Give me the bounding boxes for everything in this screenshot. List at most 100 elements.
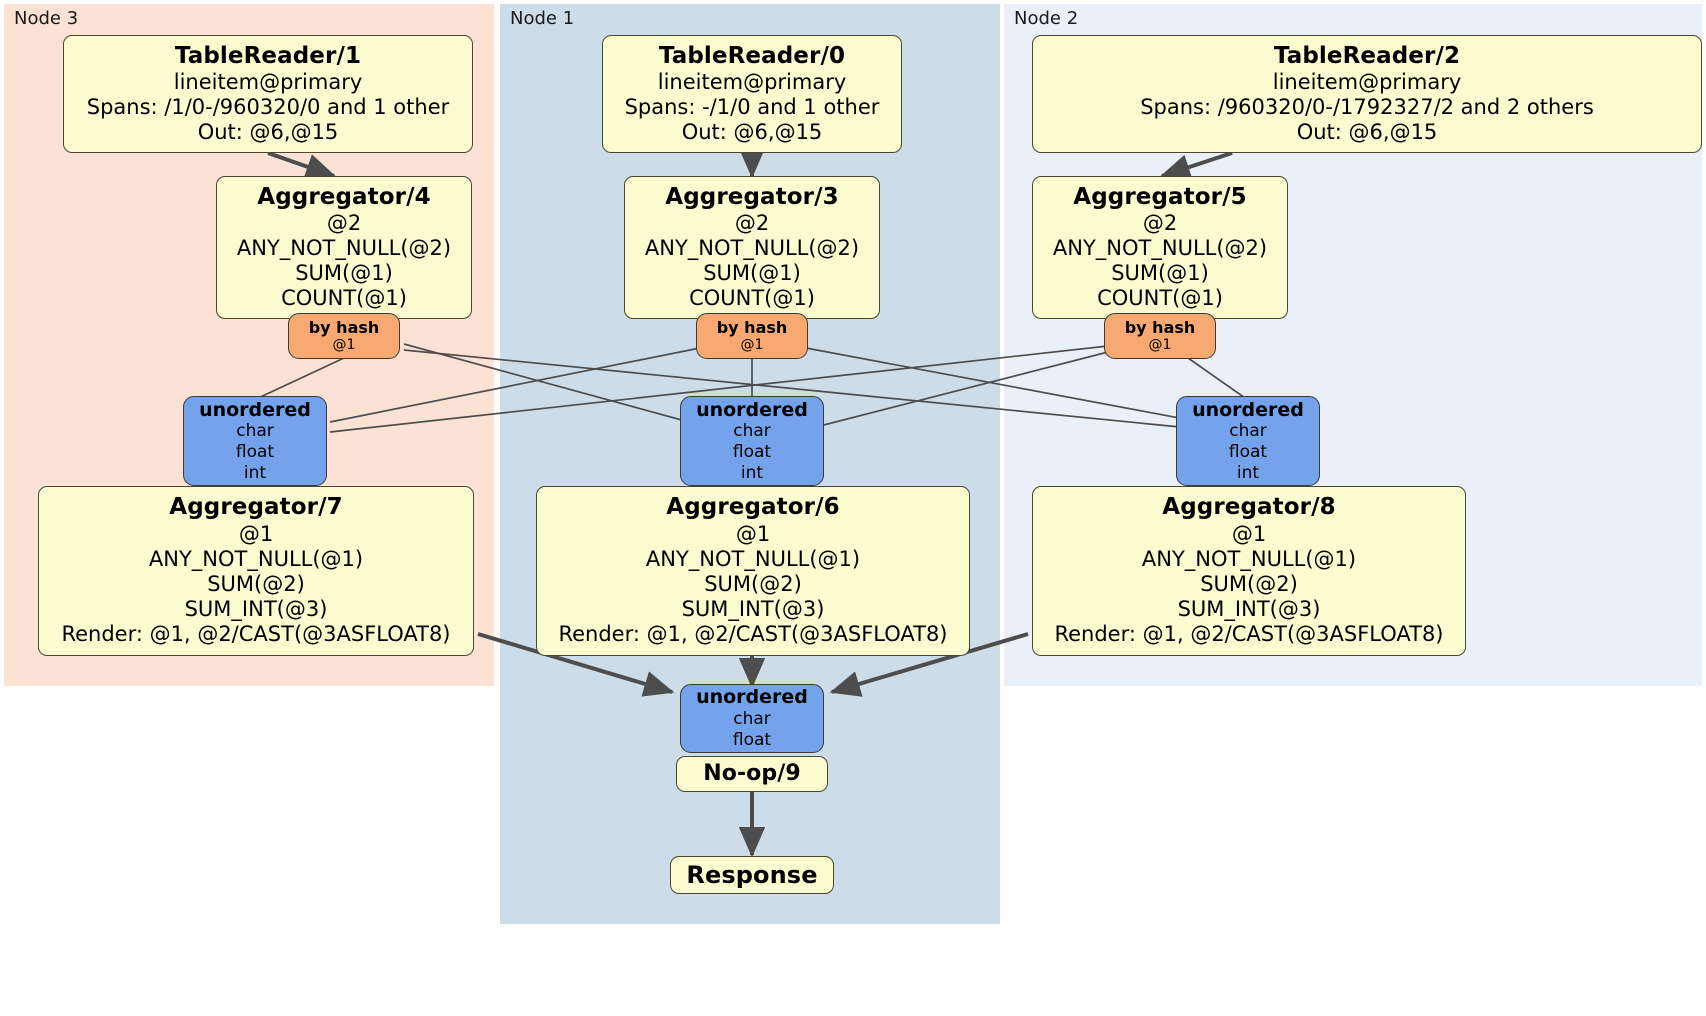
processor-line: @2 xyxy=(326,210,362,235)
processor-no-op-9[interactable]: No-op/9 xyxy=(676,756,828,792)
processor-title: TableReader/0 xyxy=(658,42,846,69)
output-router-by-hash-3[interactable]: by hash @1 xyxy=(696,313,808,359)
processor-line: SUM_INT(@3) xyxy=(1177,597,1321,622)
processor-title: No-op/9 xyxy=(703,761,801,787)
processor-table-reader-2[interactable]: TableReader/2 lineitem@primary Spans: /9… xyxy=(1032,35,1702,153)
processor-line: SUM(@2) xyxy=(1200,571,1298,596)
processor-line: Spans: /1/0-/960320/0 and 1 other xyxy=(86,94,450,119)
output-router-by-hash-5[interactable]: by hash @1 xyxy=(1104,313,1216,359)
sync-line: float xyxy=(235,442,275,463)
sync-line: char xyxy=(733,421,771,442)
node-lane-label-node2: Node 2 xyxy=(1014,8,1079,29)
processor-line: @2 xyxy=(1142,210,1178,235)
edge-rt4-sy6 xyxy=(403,343,701,426)
processor-line: Render: @1, @2/CAST(@3ASFLOAT8) xyxy=(558,622,948,647)
processor-line: SUM(@2) xyxy=(207,571,305,596)
processor-line: Out: @6,@15 xyxy=(197,120,339,145)
sync-title: unordered xyxy=(1192,398,1304,421)
processor-aggregator-4[interactable]: Aggregator/4 @2 ANY_NOT_NULL(@2) SUM(@1)… xyxy=(216,176,472,319)
edge-rt3-sy8 xyxy=(805,347,1191,421)
processor-title: TableReader/2 xyxy=(1273,42,1461,69)
output-router-by-hash-4[interactable]: by hash @1 xyxy=(288,313,400,359)
processor-line: SUM_INT(@3) xyxy=(681,597,825,622)
processor-title: Aggregator/6 xyxy=(666,494,840,521)
router-line: @1 xyxy=(1148,337,1172,354)
router-line: @1 xyxy=(740,337,764,354)
processor-line: SUM(@1) xyxy=(1111,261,1209,286)
processor-title: Aggregator/3 xyxy=(665,183,839,210)
sync-line: int xyxy=(1236,462,1260,483)
processor-line: SUM(@2) xyxy=(704,571,802,596)
processor-line: Out: @6,@15 xyxy=(1296,120,1438,145)
processor-title: Aggregator/7 xyxy=(169,494,343,521)
sync-line: char xyxy=(1229,421,1267,442)
sync-title: unordered xyxy=(696,398,808,421)
processor-aggregator-6[interactable]: Aggregator/6 @1 ANY_NOT_NULL(@1) SUM(@2)… xyxy=(536,486,970,656)
router-title: by hash xyxy=(716,317,788,337)
edge-rt3-sy7 xyxy=(329,347,701,423)
router-title: by hash xyxy=(308,317,380,337)
edge-rt5-sy6 xyxy=(811,351,1109,429)
processor-line: Render: @1, @2/CAST(@3ASFLOAT8) xyxy=(1054,622,1444,647)
input-sync-unordered-6[interactable]: unordered char float int xyxy=(680,396,824,486)
processor-line: Spans: -/1/0 and 1 other xyxy=(624,94,880,119)
processor-line: COUNT(@1) xyxy=(1097,286,1223,311)
sync-line: int xyxy=(740,462,764,483)
processor-aggregator-3[interactable]: Aggregator/3 @2 ANY_NOT_NULL(@2) SUM(@1)… xyxy=(624,176,880,319)
processor-line: Out: @6,@15 xyxy=(681,120,823,145)
processor-title: TableReader/1 xyxy=(174,42,362,69)
edge-rt4-sy8 xyxy=(403,349,1191,429)
processor-line: SUM(@1) xyxy=(703,261,801,286)
processor-line: @1 xyxy=(238,521,274,546)
edge-rt5-sy7 xyxy=(329,345,1109,433)
router-line: @1 xyxy=(332,337,356,354)
processor-line: ANY_NOT_NULL(@2) xyxy=(236,235,452,260)
processor-line: @1 xyxy=(735,521,771,546)
processor-line: lineitem@primary xyxy=(173,69,363,94)
node-lane-label-node3: Node 3 xyxy=(14,8,79,29)
edge-agg8-final xyxy=(829,632,1029,697)
processor-line: ANY_NOT_NULL(@1) xyxy=(645,546,861,571)
processor-line: ANY_NOT_NULL(@1) xyxy=(148,546,364,571)
sync-title: unordered xyxy=(199,398,311,421)
processor-response[interactable]: Response xyxy=(670,856,834,894)
processor-title: Response xyxy=(686,860,818,889)
processor-line: SUM(@1) xyxy=(295,261,393,286)
processor-title: Aggregator/8 xyxy=(1162,494,1336,521)
processor-line: @2 xyxy=(734,210,770,235)
edge-tr2-agg5 xyxy=(1159,151,1233,180)
input-sync-unordered-8[interactable]: unordered char float int xyxy=(1176,396,1320,486)
sync-line: int xyxy=(243,462,267,483)
processor-line: ANY_NOT_NULL(@1) xyxy=(1141,546,1357,571)
processor-line: ANY_NOT_NULL(@2) xyxy=(644,235,860,260)
processor-title: Aggregator/5 xyxy=(1073,183,1247,210)
processor-table-reader-0[interactable]: TableReader/0 lineitem@primary Spans: -/… xyxy=(602,35,902,153)
processor-title: Aggregator/4 xyxy=(257,183,431,210)
processor-line: COUNT(@1) xyxy=(281,286,407,311)
processor-line: Render: @1, @2/CAST(@3ASFLOAT8) xyxy=(61,622,451,647)
input-sync-unordered-final[interactable]: unordered char float xyxy=(680,684,824,753)
processor-line: SUM_INT(@3) xyxy=(184,597,328,622)
edge-rt5-sy8 xyxy=(1187,357,1249,401)
input-sync-unordered-7[interactable]: unordered char float int xyxy=(183,396,327,486)
processor-line: @1 xyxy=(1231,521,1267,546)
sync-line: float xyxy=(732,729,772,750)
processor-line: lineitem@primary xyxy=(657,69,847,94)
edge-tr1-agg4 xyxy=(267,151,337,180)
processor-aggregator-5[interactable]: Aggregator/5 @2 ANY_NOT_NULL(@2) SUM(@1)… xyxy=(1032,176,1288,319)
processor-table-reader-1[interactable]: TableReader/1 lineitem@primary Spans: /1… xyxy=(63,35,473,153)
sync-title: unordered xyxy=(696,686,808,709)
processor-line: lineitem@primary xyxy=(1272,69,1462,94)
node-lane-label-node1: Node 1 xyxy=(510,8,575,29)
processor-line: Spans: /960320/0-/1792327/2 and 2 others xyxy=(1140,94,1594,119)
processor-line: ANY_NOT_NULL(@2) xyxy=(1052,235,1268,260)
sync-line: float xyxy=(1228,442,1268,463)
edge-rt4-sy7 xyxy=(253,357,345,401)
router-title: by hash xyxy=(1124,317,1196,337)
processor-line: COUNT(@1) xyxy=(689,286,815,311)
processor-aggregator-8[interactable]: Aggregator/8 @1 ANY_NOT_NULL(@1) SUM(@2)… xyxy=(1032,486,1466,656)
sync-line: float xyxy=(732,442,772,463)
processor-aggregator-7[interactable]: Aggregator/7 @1 ANY_NOT_NULL(@1) SUM(@2)… xyxy=(38,486,474,656)
